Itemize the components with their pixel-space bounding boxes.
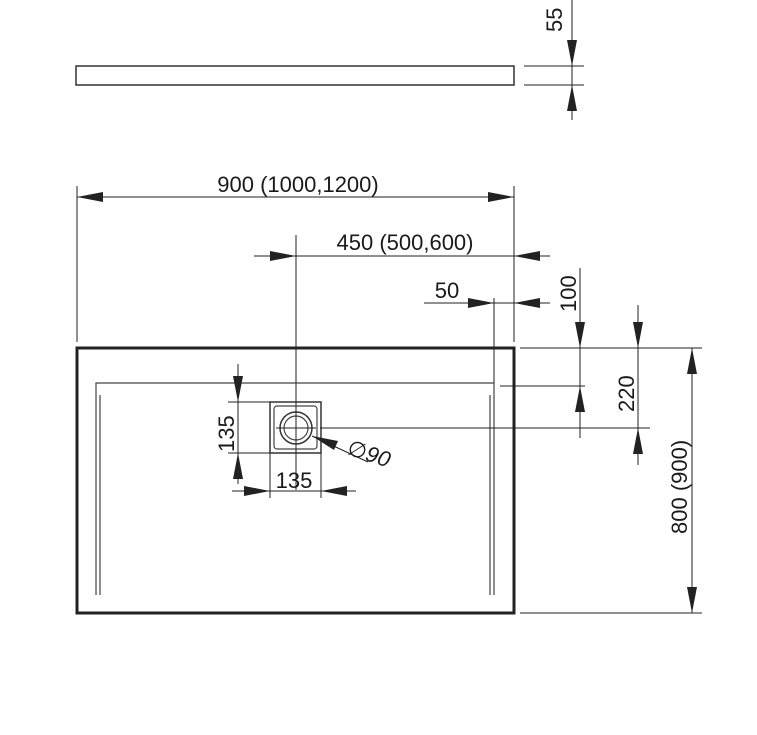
rim-offset-y-label: 100	[556, 275, 581, 312]
drain-offset-y-dimension: 220	[320, 305, 650, 465]
thickness-arrow-bottom	[567, 85, 577, 111]
thickness-label: 55	[542, 8, 567, 32]
drain-offset-y-label: 220	[614, 375, 639, 412]
drain-offset-x-dimension: 450 (500,600)	[254, 230, 550, 490]
overall-width-label: 900 (1000,1200)	[217, 172, 378, 197]
rim-offset-x-dimension: 50	[424, 278, 550, 383]
drain-box-width-label: 135	[276, 468, 313, 493]
drain-offset-x-label: 450 (500,600)	[337, 230, 474, 255]
drain-box-width-dimension: 135	[232, 453, 356, 498]
overall-width-dimension: 900 (1000,1200)	[76, 172, 515, 342]
diameter-leader-arrow	[312, 436, 338, 450]
rim-offset-y-dimension: 100	[500, 268, 590, 438]
rim-offset-x-label: 50	[435, 278, 459, 303]
tray-profile-outline	[75, 65, 515, 86]
thickness-arrow-top	[567, 40, 577, 66]
drain-box-height-dimension: 135	[214, 364, 270, 484]
tray-inner-rim	[95, 382, 495, 595]
drain-diameter-callout: ∅90	[311, 435, 394, 472]
side-profile-view: 55	[75, 0, 584, 120]
overall-depth-dimension: 800 (900)	[520, 347, 702, 614]
drain-box-height-label: 135	[214, 415, 239, 452]
overall-depth-label: 800 (900)	[667, 440, 692, 534]
drain-diameter-label: ∅90	[344, 435, 394, 472]
